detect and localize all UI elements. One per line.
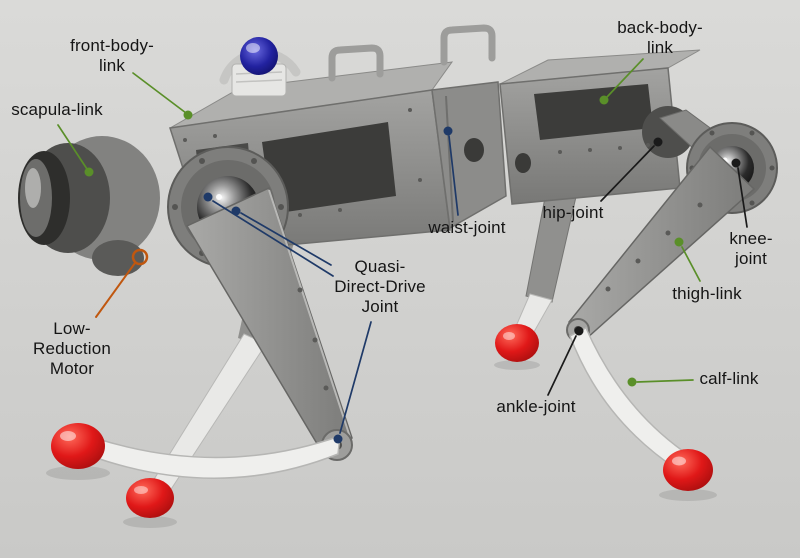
leader-low-reduction-motor — [95, 248, 149, 318]
scapula-assembly — [18, 136, 160, 276]
leader-ankle-joint — [547, 326, 584, 396]
label-ankle-joint: ankle-joint — [496, 397, 576, 416]
label-quasi-direct-drive-joint: Quasi- Direct-Drive Joint — [334, 257, 426, 317]
leader-knee-joint — [731, 158, 748, 228]
label-waist-joint: waist-joint — [428, 218, 506, 237]
leader-qdd-shoulder-lower — [231, 206, 332, 266]
far-back-leg — [495, 181, 579, 362]
ground-shadows — [46, 360, 717, 528]
label-back-body-link: back-body- link — [617, 18, 703, 58]
back-foot — [663, 449, 713, 491]
label-calf-link: calf-link — [699, 369, 759, 388]
far-front-foot — [126, 478, 174, 518]
sensor-dome-assembly — [219, 37, 301, 97]
leader-calf-link — [627, 377, 694, 387]
front-foot — [51, 423, 105, 469]
leader-hip-joint — [600, 137, 663, 202]
blue-dome — [240, 37, 278, 75]
label-low-reduction-motor: Low- Reduction Motor — [33, 319, 111, 379]
label-scapula-link: scapula-link — [11, 100, 103, 119]
leader-qdd-knee — [333, 321, 372, 444]
far-back-foot — [495, 324, 539, 362]
leader-lines — [57, 58, 748, 444]
carry-handles — [328, 24, 496, 82]
leader-front-body-link — [132, 72, 193, 120]
leader-waist-joint — [443, 126, 459, 216]
leader-thigh-link — [674, 237, 701, 282]
leader-back-body-link — [599, 58, 644, 105]
label-hip-joint: hip-joint — [542, 203, 604, 222]
label-knee-joint: knee-joint — [729, 229, 773, 269]
label-front-body-link: front-body- link — [70, 36, 154, 76]
near-front-leg — [51, 146, 353, 479]
label-thigh-link: thigh-link — [672, 284, 742, 303]
leader-scapula-link — [57, 124, 94, 177]
near-back-leg — [566, 109, 778, 491]
back-body — [499, 49, 701, 205]
waist-connector — [431, 81, 507, 230]
